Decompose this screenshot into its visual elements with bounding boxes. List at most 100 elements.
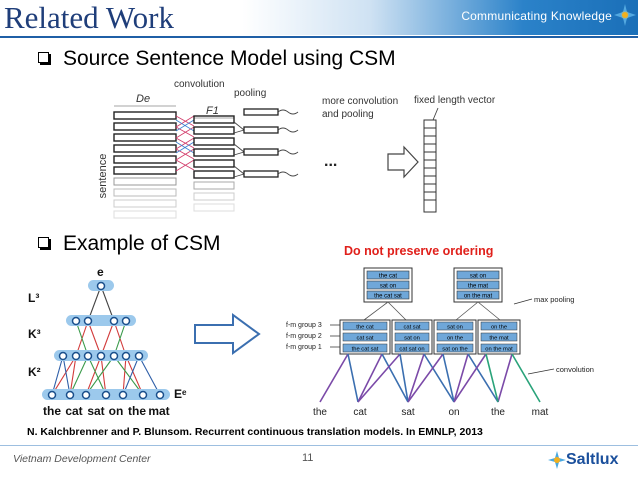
root-node: [96, 281, 106, 291]
square-bullet-icon: [38, 51, 49, 63]
fixed-vector-label: fixed length vector: [414, 95, 496, 106]
and-pooling-label: and pooling: [322, 109, 374, 120]
k2-node: [121, 351, 131, 361]
layer-k3-bar: [66, 315, 136, 326]
header-divider: [0, 36, 638, 38]
csm-model-diagram: sentence De convolution pooling F1: [97, 79, 496, 219]
k2-node: [96, 351, 106, 361]
fm-cell: on the: [491, 324, 507, 330]
right-arrow-icon: [387, 145, 419, 179]
word-node: [47, 390, 57, 400]
ordering-word: the: [313, 407, 327, 418]
k3-node: [83, 316, 93, 326]
max-pooling-label: max pooling: [534, 295, 574, 304]
tree-word: on: [109, 404, 124, 418]
k2-node: [58, 351, 68, 361]
top-right-item: the mat: [468, 284, 488, 290]
citation-text: N. Kalchbrenner and P. Blunsom. Recurren…: [27, 426, 483, 438]
pooling-arrows: [233, 121, 245, 178]
convolution-lines: [319, 353, 541, 403]
word-node: [155, 390, 165, 400]
fixed-length-vector: [423, 119, 437, 213]
bullet-source-sentence: Source Sentence Model using CSM: [38, 47, 396, 71]
fm-cell: sat on: [447, 324, 463, 330]
square-bullet-icon: [38, 236, 49, 248]
fm-group-labels: f-m group 3 f-m group 2 f-m group 1: [286, 322, 322, 351]
convolution-crossings: [175, 115, 195, 172]
warning-text: Do not preserve ordering: [344, 244, 494, 258]
header-tagline: Communicating Knowledge: [461, 9, 612, 23]
bullet-text: Example of CSM: [63, 232, 221, 255]
bullet-example-csm: Example of CSM: [38, 232, 221, 256]
csm-tree-diagram: e L³ K³ K² Eᵉ the cat sat on the mat: [28, 265, 187, 418]
fm-cell: on the mat: [485, 346, 513, 352]
tree-edges: [51, 285, 161, 396]
top-left-item: the cat sat: [374, 294, 402, 300]
word-node: [65, 390, 75, 400]
fm-cell: cat sat on: [399, 346, 424, 352]
big-right-arrow-icon: [194, 313, 261, 355]
footer-divider: [0, 445, 638, 446]
feature-map-rows: [193, 115, 235, 212]
ordering-word: cat: [353, 407, 367, 418]
embedding-rows: [113, 111, 177, 219]
pooling-label: pooling: [234, 88, 266, 99]
layer-l3-label: L³: [28, 291, 39, 305]
sentence-axis-label: sentence: [97, 154, 109, 199]
layer-ee-label: Eᵉ: [174, 387, 187, 401]
top-left-item: the cat: [379, 274, 397, 280]
f1-label: F1: [206, 105, 219, 117]
word-node: [118, 390, 128, 400]
top-left-box: the cat sat on the cat sat: [363, 267, 413, 303]
fm-cell: cat sat: [356, 335, 373, 341]
layer-k2-label: K²: [28, 365, 41, 379]
saltlux-logo-icon: [548, 451, 566, 469]
fm-cell: the cat sat: [352, 346, 379, 352]
convolution-label: convolution: [556, 365, 594, 374]
k2-node: [109, 351, 119, 361]
fm-group-label: f-m group 2: [286, 333, 322, 340]
top-right-item: sat on: [470, 274, 486, 280]
pooling-connectors: [363, 301, 501, 321]
brand-name: Saltlux: [566, 451, 619, 468]
fm-cell: sat on: [404, 335, 420, 341]
ordering-diagram: the cat sat on the cat sat sat on the ma…: [286, 267, 594, 418]
fm-cell: the mat: [489, 335, 509, 341]
k2-node: [83, 351, 93, 361]
tree-words: the cat sat on the mat: [43, 404, 170, 418]
fm-cell: the cat: [356, 324, 374, 330]
fm-cell: on the: [447, 335, 463, 341]
ordering-word: mat: [532, 407, 549, 418]
word-node: [138, 390, 148, 400]
fm-cell: sat on the: [442, 346, 467, 352]
more-convolution-label: more convolution: [322, 96, 398, 107]
slide-header: Related Work Communicating Knowledge: [0, 0, 638, 38]
k3-node: [109, 316, 119, 326]
word-node: [81, 390, 91, 400]
star-logo-icon: [614, 4, 636, 26]
top-left-item: sat on: [380, 284, 396, 290]
tree-word: mat: [148, 404, 169, 418]
pooled-rows: [243, 108, 299, 178]
layer-k3-label: K³: [28, 327, 41, 341]
fm-cell: cat sat: [403, 324, 420, 330]
page-number: 11: [302, 452, 314, 464]
footer-org: Vietnam Development Center: [13, 453, 151, 465]
k2-node: [134, 351, 144, 361]
k2-node: [71, 351, 81, 361]
ordering-words: the cat sat on the mat: [313, 407, 549, 418]
header-gradient-band: [0, 0, 638, 35]
de-label: De: [136, 93, 150, 105]
root-e-label: e: [97, 265, 104, 279]
tree-word: the: [43, 404, 61, 418]
bullet-text: Source Sentence Model using CSM: [63, 47, 396, 70]
top-right-box: sat on the mat on the mat: [453, 267, 503, 303]
ordering-word: the: [491, 407, 505, 418]
tree-word: sat: [87, 404, 104, 418]
ordering-word: sat: [401, 407, 415, 418]
slide-title: Related Work: [4, 0, 174, 35]
convolution-label: convolution: [174, 79, 225, 90]
fm-group-label: f-m group 1: [286, 344, 322, 351]
tree-word: the: [128, 404, 146, 418]
fm-group-label: f-m group 3: [286, 322, 322, 329]
